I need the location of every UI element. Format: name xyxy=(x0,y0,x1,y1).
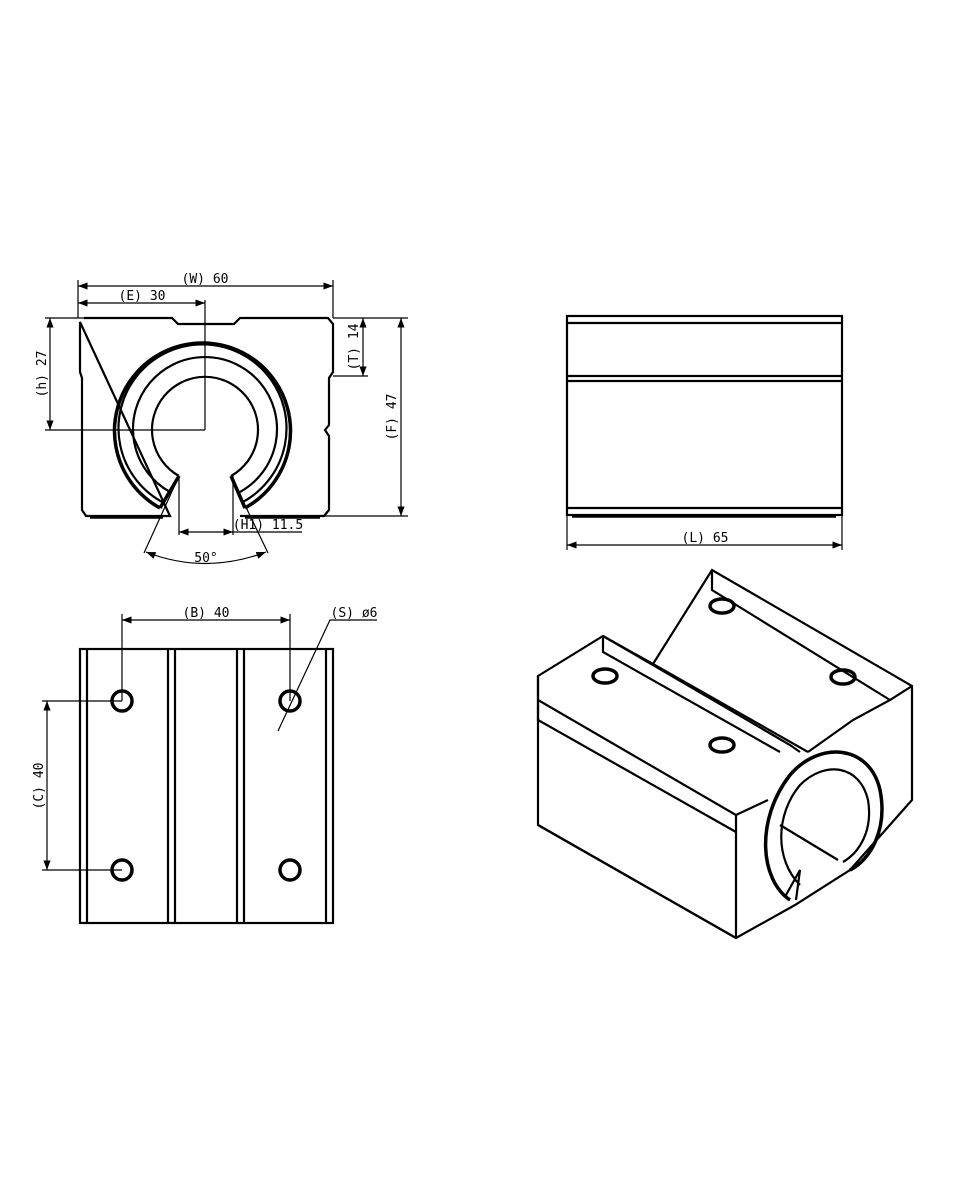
b-dimension: (B) 40 xyxy=(183,606,230,621)
mounting-hole xyxy=(278,858,302,882)
width-dimension: (W) 60 xyxy=(182,272,229,287)
t-dimension: (T) 14 xyxy=(347,323,362,370)
isometric-view xyxy=(536,568,914,940)
center-dimension: (E) 30 xyxy=(119,289,166,304)
c-dimension: (C) 40 xyxy=(32,763,47,810)
angle-dimension: 50° xyxy=(194,551,217,566)
length-dimension: (L) 65 xyxy=(682,531,729,546)
side-view: (L) 65 xyxy=(565,314,844,550)
front-body-outline xyxy=(78,316,335,518)
h-dimension: (h) 27 xyxy=(35,351,50,398)
outer-ring xyxy=(112,341,293,510)
s-dimension: (S) ø6 xyxy=(331,606,378,621)
bottom-view: (B) 40 (C) 40 (S) ø6 xyxy=(32,606,378,925)
front-view: (W) 60 (E) 30 (h) 27 (T) 14 (F) 47 (H1) … xyxy=(35,272,408,566)
f-dimension: (F) 47 xyxy=(385,394,400,441)
h1-dimension: (H1) 11.5 xyxy=(233,518,303,533)
